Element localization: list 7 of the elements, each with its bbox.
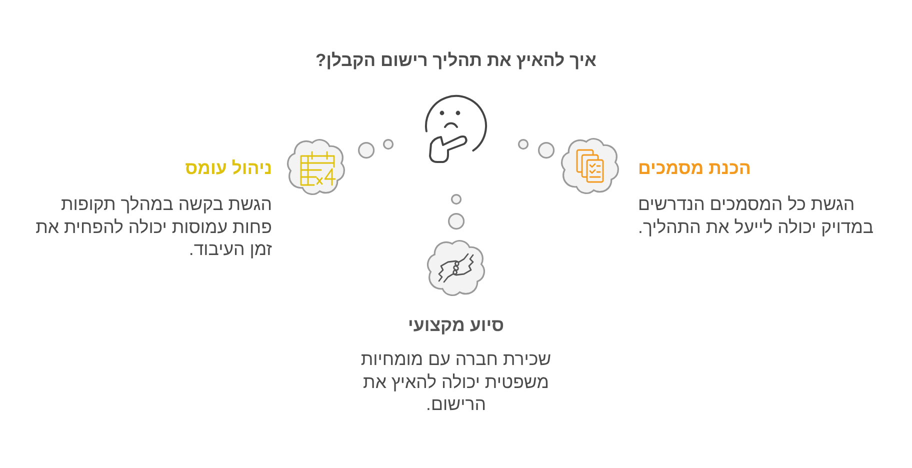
- description: הגשת בקשה במהלך תקופות פחות עמוסות יכולה להפחית את זמן העיבוד.: [34, 193, 272, 260]
- heading: ניהול עומס: [185, 157, 272, 179]
- description: הגשת כל המסמכים הנדרשים במדויק יכולה לייעל את התהליך.: [638, 193, 875, 238]
- heading: הכנת מסמכים: [638, 157, 751, 179]
- heading: סיוע מקצועי: [408, 314, 504, 336]
- description: שכירת חברה עם מומחיות משפטית יכולה להאיץ את הרישום.: [360, 348, 552, 416]
- title: איך להאיץ את תהליך רישום הקבלן?: [316, 49, 596, 71]
